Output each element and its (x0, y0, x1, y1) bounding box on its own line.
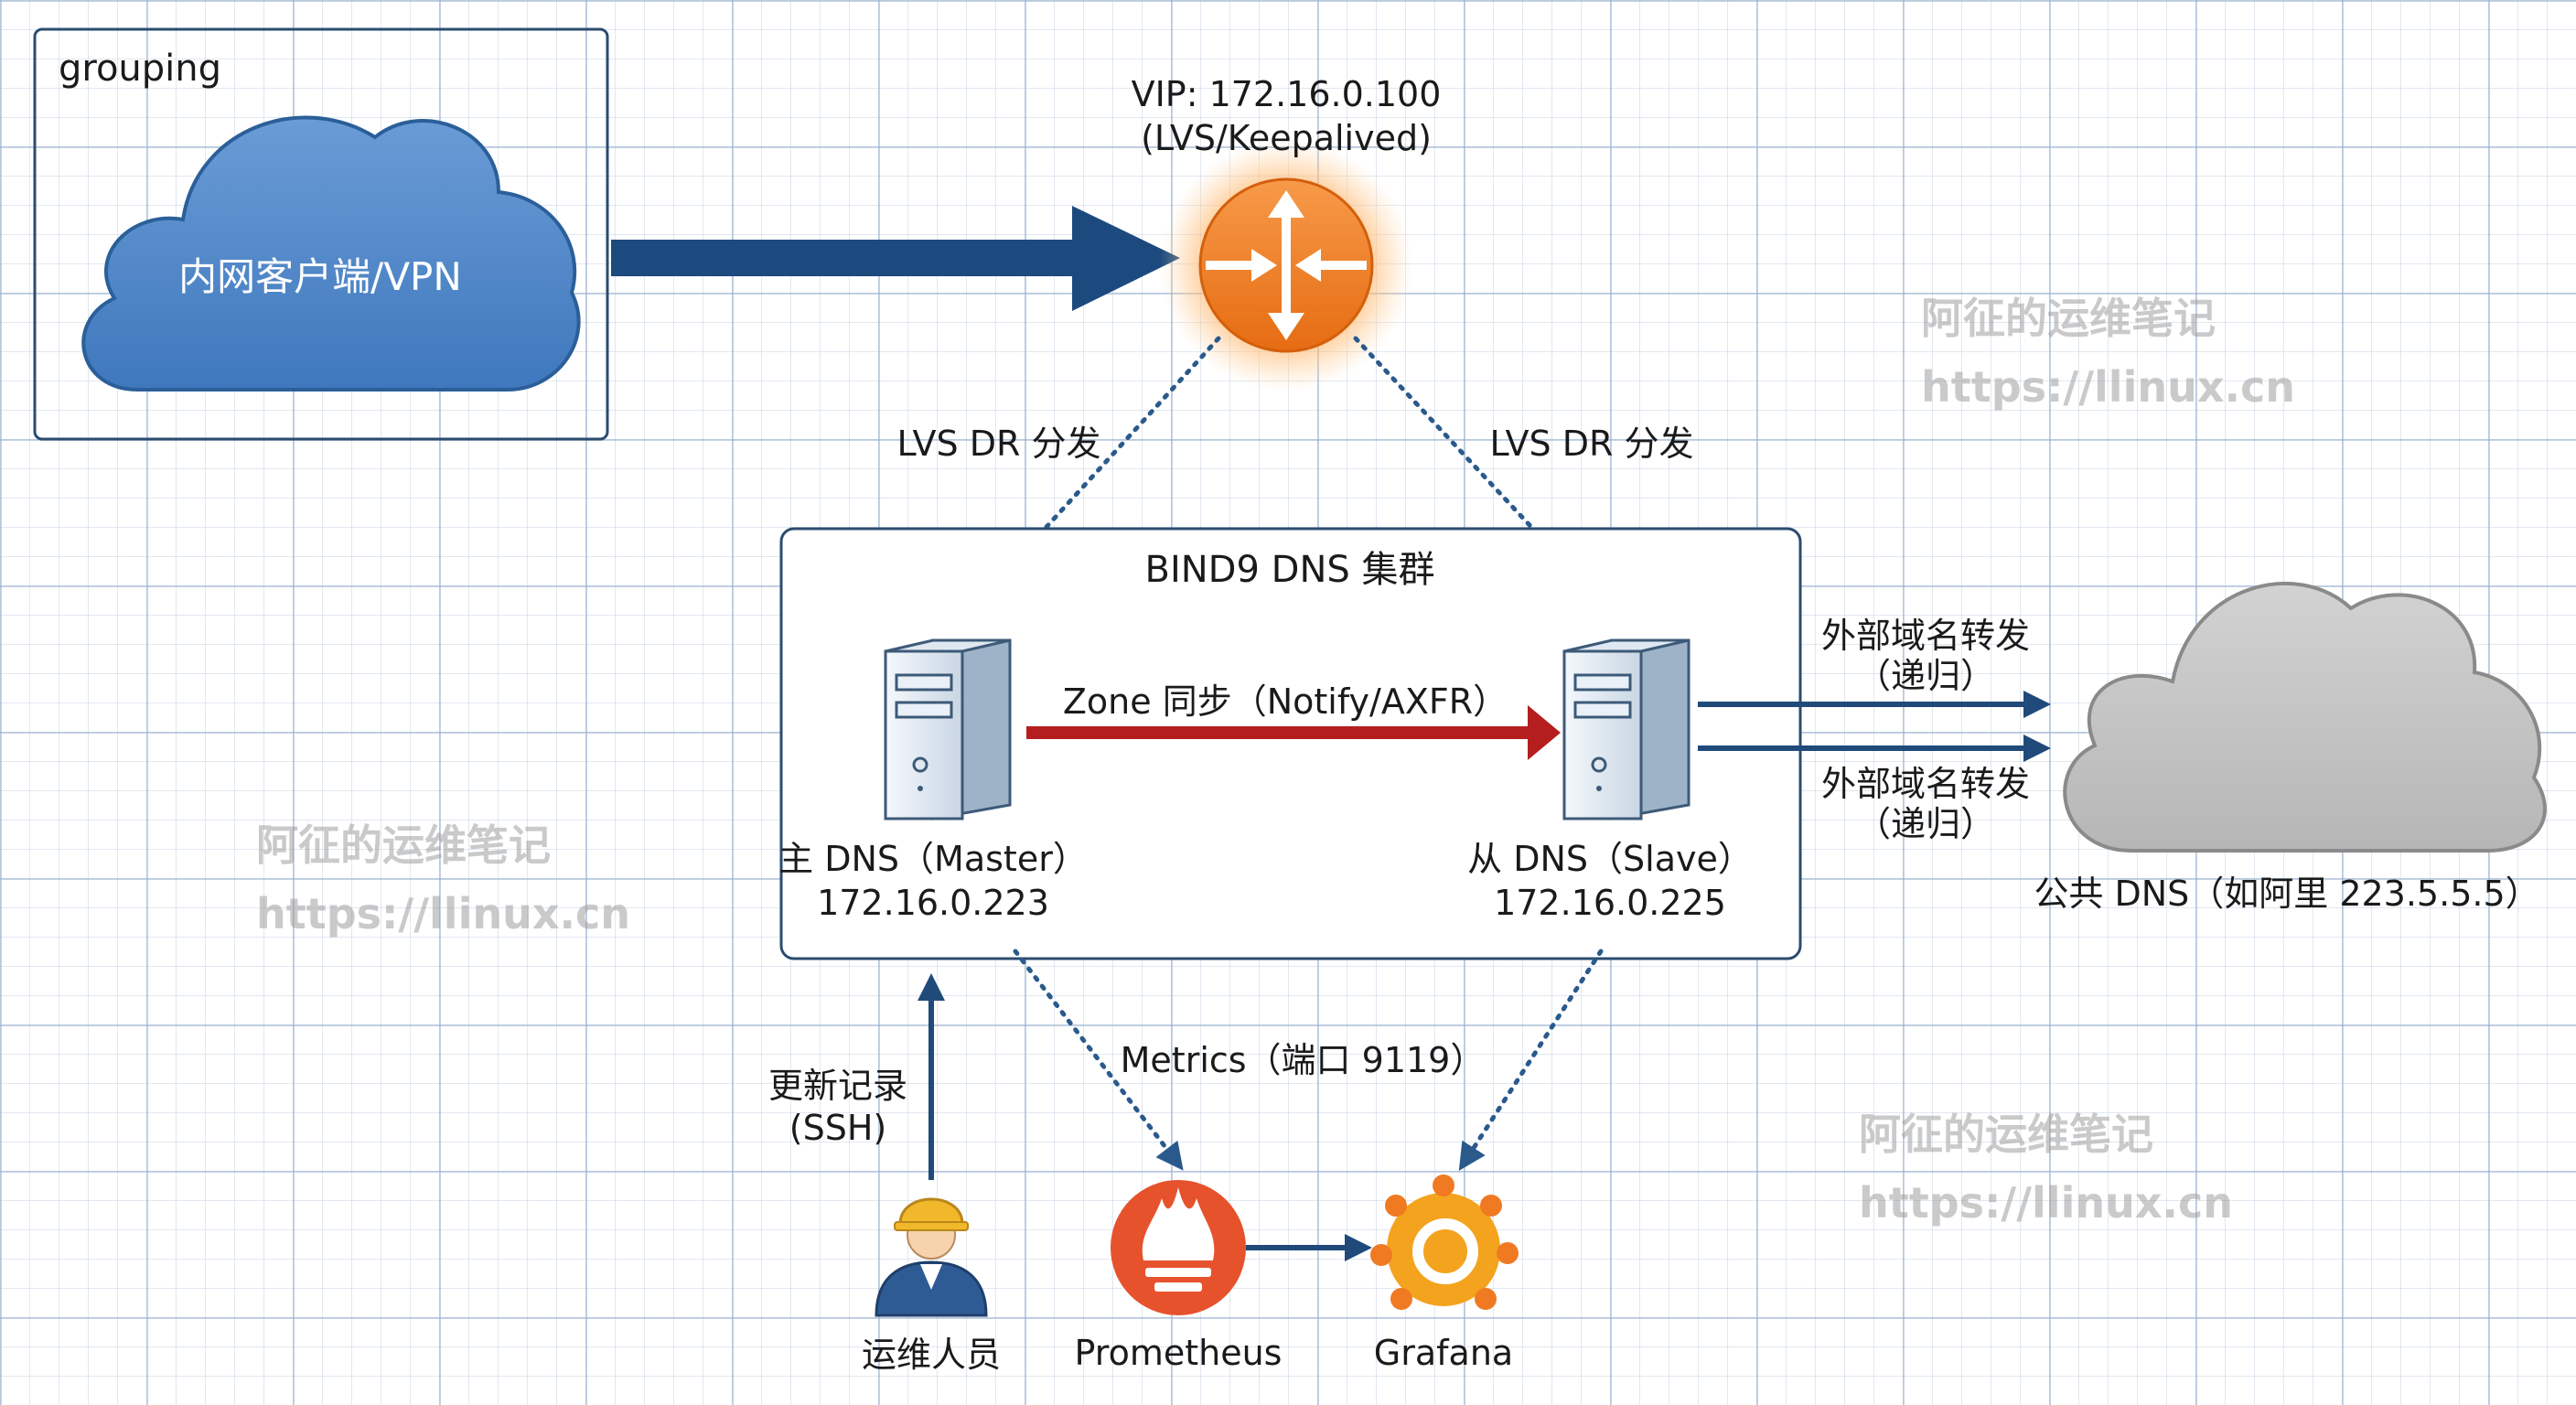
master-name: 主 DNS（Master） (778, 839, 1088, 879)
vip-address: VIP: 172.16.0.100 (1131, 74, 1442, 114)
watermark-url: https://llinux.cn (256, 889, 630, 938)
grouping-label: grouping (59, 48, 222, 90)
operator-icon (875, 1197, 988, 1317)
vip-router-icon (1160, 139, 1412, 391)
update-sublabel: (SSH) (789, 1108, 887, 1148)
zone-sync-arrow (1026, 705, 1561, 760)
slave-ip: 172.16.0.225 (1494, 883, 1726, 923)
grafana-icon (1370, 1174, 1519, 1310)
watermark-url: https://llinux.cn (1921, 362, 2295, 412)
forward-top-label: 外部域名转发 (1820, 616, 2030, 656)
metrics-label: Metrics（端口 9119） (1120, 1040, 1486, 1080)
slave-name: 从 DNS（Slave） (1467, 839, 1753, 879)
update-label: 更新记录 (767, 1066, 907, 1106)
client-label: 内网客户端/VPN (178, 254, 462, 299)
watermark-title: 阿征的运维笔记 (256, 820, 551, 870)
grafana-label: Grafana (1373, 1333, 1514, 1373)
client-to-vip-arrow (611, 206, 1180, 311)
metrics-arrow-slave (1458, 949, 1604, 1172)
zone-sync-label: Zone 同步（Notify/AXFR） (1062, 681, 1508, 722)
operator-label: 运维人员 (861, 1335, 1001, 1375)
prometheus-icon (1111, 1180, 1246, 1315)
forward-top-sublabel: （递归） (1855, 656, 1995, 696)
metrics-arrow-master (1013, 949, 1184, 1171)
forward-bottom-label: 外部域名转发 (1820, 764, 2030, 804)
cluster-box (779, 527, 1802, 960)
public-dns-cloud (2063, 581, 2547, 853)
prometheus-label: Prometheus (1074, 1333, 1283, 1373)
forward-bottom-sublabel: （递归） (1855, 804, 1995, 844)
grouping-box (33, 27, 609, 441)
public-dns-label: 公共 DNS（如阿里 223.5.5.5） (2034, 874, 2540, 914)
slave-server-icon (1562, 638, 1690, 820)
client-cloud (81, 115, 581, 391)
master-ip: 172.16.0.223 (817, 883, 1049, 923)
cluster-title: BIND9 DNS 集群 (1144, 549, 1435, 591)
watermark-url: https://llinux.cn (1859, 1178, 2233, 1228)
master-server-icon (884, 638, 1012, 820)
vip-subtitle: (LVS/Keepalived) (1141, 118, 1432, 158)
watermark-title: 阿征的运维笔记 (1859, 1110, 2153, 1159)
watermark-title: 阿征的运维笔记 (1921, 294, 2216, 343)
lvs-right-label: LVS DR 分发 (1489, 424, 1694, 464)
lvs-left-label: LVS DR 分发 (896, 424, 1101, 464)
